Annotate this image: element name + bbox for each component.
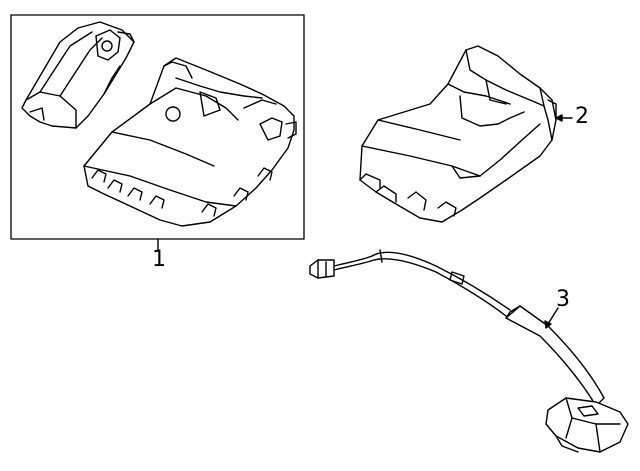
callout-part-2: 2 — [575, 104, 589, 129]
part-3-leader — [547, 307, 559, 325]
part-2-module — [359, 45, 557, 223]
part-3-arrowhead — [544, 320, 552, 329]
part-1-bracket — [21, 21, 135, 129]
part-2-arrowhead — [555, 114, 563, 122]
part-1-housing — [83, 57, 297, 227]
part-3-cable — [309, 249, 629, 453]
callout-part-1: 1 — [152, 247, 166, 272]
callout-part-3: 3 — [556, 287, 570, 312]
